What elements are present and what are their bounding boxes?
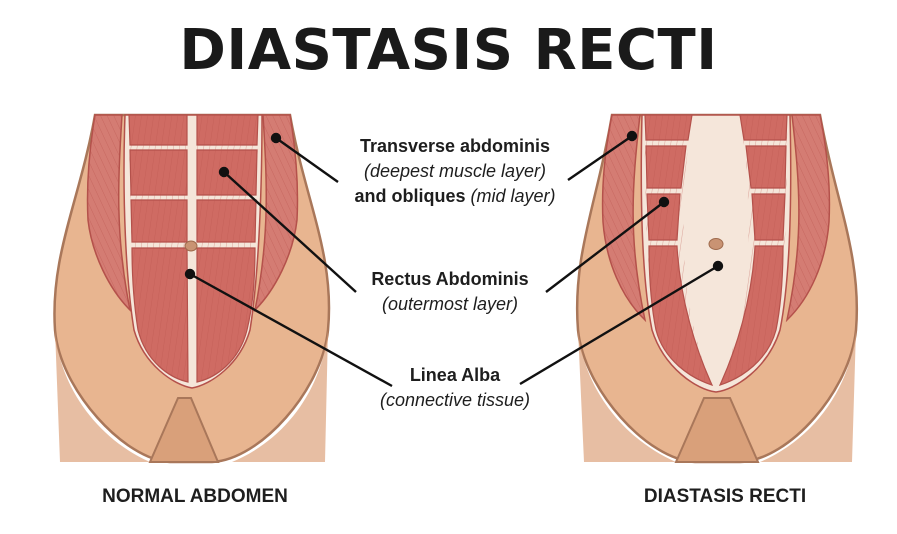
page-title: DIASTASIS RECTI [179, 18, 718, 83]
diastasis-rectus-left [644, 114, 714, 386]
label-transverse-name: Transverse abdominis [359, 136, 551, 156]
diastasis-rectus-right [718, 114, 788, 386]
label-linea-desc: (connective tissue) [379, 390, 531, 410]
label-obliques-desc: (mid layer) [470, 186, 556, 206]
leader-rectus-left [223, 171, 357, 293]
label-transverse-abdominis: Transverse abdominis (deepest muscle lay… [320, 134, 590, 209]
label-rectus-desc: (outermost layer) [381, 294, 519, 314]
normal-navel [184, 240, 198, 252]
caption-normal-abdomen: NORMAL ABDOMEN [102, 486, 288, 507]
label-linea-name: Linea Alba [409, 365, 501, 385]
label-transverse-desc: (deepest muscle layer) [363, 161, 547, 181]
leader-linea-left [189, 272, 393, 388]
diastasis-recti-figure [575, 113, 859, 464]
leader-lines [184, 130, 724, 388]
label-rectus-name: Rectus Abdominis [371, 269, 529, 289]
leader-transverse-right [567, 135, 633, 181]
label-rectus-abdominis: Rectus Abdominis (outermost layer) [345, 267, 555, 317]
label-linea-alba: Linea Alba (connective tissue) [355, 363, 555, 413]
leader-transverse-left [275, 137, 339, 183]
caption-diastasis-recti: DIASTASIS RECTI [643, 486, 807, 507]
normal-abdomen-figure [53, 113, 331, 464]
label-obliques-name: and obliques [354, 186, 466, 206]
diastasis-navel [708, 238, 724, 250]
leader-rectus-right [545, 201, 665, 293]
leader-linea-right [519, 264, 719, 386]
